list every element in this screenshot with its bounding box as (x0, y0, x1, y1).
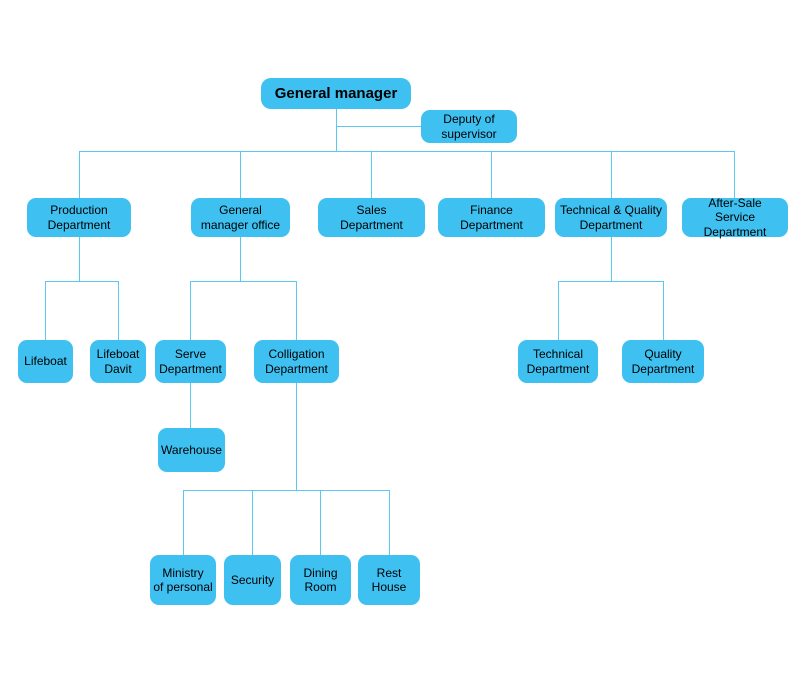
node-deputy-of-supervisor: Deputy of supervisor (421, 110, 517, 143)
node-ministry-of-personal: Ministry of personal (150, 555, 216, 605)
connector-line (118, 281, 119, 340)
connector-line (240, 237, 241, 281)
connector-line (190, 281, 191, 340)
node-rest-house: Rest House (358, 555, 420, 605)
node-lifeboat-davit: Lifeboat Davit (90, 340, 146, 383)
connector-line (491, 151, 492, 198)
node-colligation-department: Colligation Department (254, 340, 339, 383)
connector-line (336, 109, 337, 151)
connector-line (79, 237, 80, 281)
node-warehouse: Warehouse (158, 428, 225, 472)
connector-line (240, 151, 241, 198)
node-lifeboat: Lifeboat (18, 340, 73, 383)
node-general-manager: General manager (261, 78, 411, 109)
connector-line (183, 490, 390, 491)
node-production-department: Production Department (27, 198, 131, 237)
connector-line (45, 281, 119, 282)
connector-line (734, 151, 735, 198)
connector-line (611, 237, 612, 281)
node-after-sale-service-department: After-Sale Service Department (682, 196, 788, 239)
connector-line (320, 490, 321, 555)
node-quality-department: Quality Department (622, 340, 704, 383)
connector-line (79, 151, 735, 152)
connector-line (252, 490, 253, 555)
connector-line (663, 281, 664, 340)
node-serve-department: Serve Department (155, 340, 226, 383)
connector-line (45, 281, 46, 340)
node-technical-department: Technical Department (518, 340, 598, 383)
connector-line (336, 126, 421, 127)
node-general-manager-office: General manager office (191, 198, 290, 237)
connector-line (296, 383, 297, 490)
connector-line (371, 151, 372, 198)
node-technical-quality-department: Technical & Quality Department (555, 198, 667, 237)
connector-line (389, 490, 390, 555)
node-dining-room: Dining Room (290, 555, 351, 605)
node-finance-department: Finance Department (438, 198, 545, 237)
connector-line (611, 151, 612, 198)
node-sales-department: Sales Department (318, 198, 425, 237)
connector-line (183, 490, 184, 555)
connector-line (558, 281, 664, 282)
connector-line (190, 281, 297, 282)
connector-line (79, 151, 80, 198)
connector-line (190, 383, 191, 428)
connector-line (296, 281, 297, 340)
connector-line (558, 281, 559, 340)
node-security: Security (224, 555, 281, 605)
